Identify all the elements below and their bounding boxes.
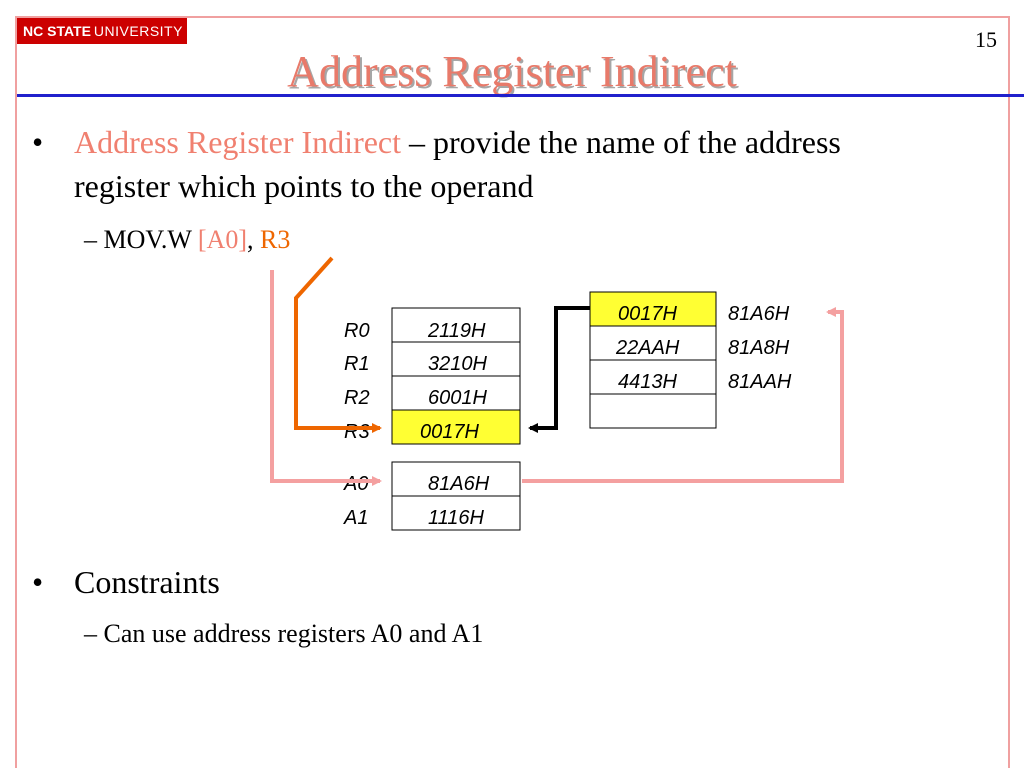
reg-a0-name: A0	[343, 473, 368, 495]
frame-right-line	[1008, 16, 1010, 768]
slide-title: Address Register Indirect	[287, 47, 737, 96]
arrow-dst-to-r3	[294, 256, 382, 433]
bullet-constraints: • Constraints	[32, 560, 220, 604]
bullet-dot: •	[32, 564, 44, 600]
mem-cell-0	[589, 291, 717, 327]
dash: –	[84, 619, 104, 648]
reg-r0-cell	[391, 307, 521, 343]
constraint-text: Can use address registers A0 and A1	[103, 619, 484, 648]
instruction-opcode: MOV.W	[103, 225, 198, 254]
mem-value-0: 0017H	[618, 303, 677, 325]
mem-address-1: 81A8H	[728, 337, 790, 359]
reg-r1-value: 3210H	[428, 353, 487, 375]
reg-r3-cell	[391, 409, 521, 445]
bullet-description: – provide the name of the address regist…	[74, 124, 841, 204]
instruction-source: [A0]	[197, 225, 247, 254]
arrow-memory-to-r3	[528, 306, 590, 433]
reg-a1-name: A1	[343, 507, 368, 529]
logo-light-text: UNIVERSITY	[93, 23, 183, 39]
reg-r1-cell	[391, 341, 521, 377]
instruction-separator: ,	[246, 225, 260, 254]
dash: –	[84, 225, 104, 254]
bullet-address-register-indirect: • Address Register Indirect – provide th…	[32, 120, 932, 208]
instruction-destination: R3	[259, 225, 291, 254]
bullet-dot: •	[32, 124, 44, 160]
reg-r2-cell	[391, 375, 521, 411]
reg-r3-value: 0017H	[420, 421, 479, 443]
mem-cell-3	[589, 393, 717, 429]
mem-address-2: 81AAH	[728, 371, 792, 393]
page-number: 15	[975, 27, 997, 52]
reg-a1-cell	[391, 495, 521, 531]
reg-r2-value: 6001H	[428, 387, 487, 409]
reg-a0-cell	[391, 461, 521, 497]
sub-bullet-constraint: – Can use address registers A0 and A1	[84, 616, 483, 652]
bullet-term: Address Register Indirect	[74, 124, 402, 160]
title-rule	[17, 94, 1024, 97]
sub-bullet-instruction: – MOV.W [A0], R3	[84, 222, 290, 258]
bullet-text: Address Register Indirect – provide the …	[74, 120, 932, 208]
mem-cell-2	[589, 359, 717, 395]
reg-r2-name: R2	[344, 387, 370, 409]
reg-r1-name: R1	[344, 353, 370, 375]
address-register-file: A0 A1 81A6H 1116H	[343, 461, 521, 531]
arrow-src-to-a0	[270, 270, 382, 486]
register-file: R0 R1 R2 R3 2119H 3210H 6001H 0017H	[344, 307, 521, 445]
reg-r0-value: 2119H	[427, 320, 486, 342]
frame-left-line	[15, 16, 17, 768]
reg-r0-name: R0	[344, 320, 370, 342]
reg-a1-value: 1116H	[428, 507, 485, 529]
reg-a0-value: 81A6H	[428, 473, 490, 495]
bullet-text: Constraints	[74, 564, 220, 600]
mem-value-2: 4413H	[618, 371, 677, 393]
frame-top-line	[15, 16, 1009, 18]
mem-address-0: 81A6H	[728, 303, 790, 325]
mem-value-1: 22AAH	[615, 337, 680, 359]
mem-cell-1	[589, 325, 717, 361]
reg-r3-name: R3	[344, 421, 370, 443]
arrow-a0-to-memory	[522, 307, 844, 483]
logo-strong-text: NC STATE	[23, 23, 91, 39]
memory-table: 0017H 22AAH 4413H 81A6H 81A8H 81AAH	[589, 291, 792, 429]
